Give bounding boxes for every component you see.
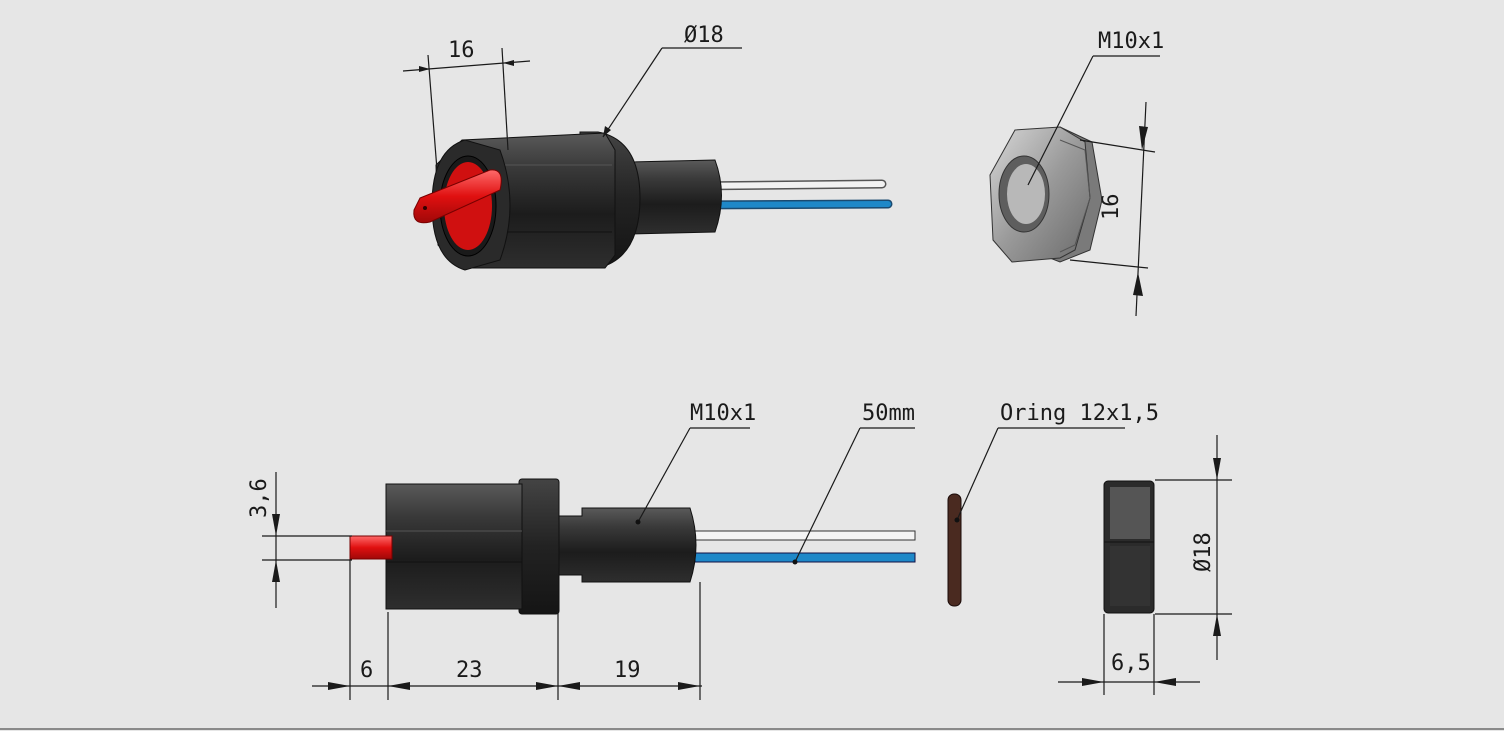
length-dimensions: 6 23 19: [312, 560, 702, 700]
cable-length-leader: 50mm: [792, 401, 915, 565]
body-length-label: 23: [456, 658, 483, 683]
nut-height-dimension: 16: [1069, 101, 1156, 317]
iso-nut-view: [989, 126, 1103, 263]
nut-thread-label: M10x1: [1098, 29, 1164, 54]
lever-height-dimension: 3,6: [247, 472, 352, 608]
cable-length-label: 50mm: [862, 401, 915, 426]
side-switch-view: [349, 478, 916, 615]
neck-length-label: 19: [614, 658, 641, 683]
side-nut-view: [1103, 480, 1155, 614]
oring-view: Oring 12x1,5: [947, 401, 1159, 607]
side-thread-label: M10x1: [690, 401, 756, 426]
iso-diameter-label: Ø18: [684, 23, 724, 48]
iso-width-label: 16: [448, 38, 475, 63]
nut-thickness-dimension: 6,5: [1058, 614, 1200, 695]
lever-length-label: 6: [360, 658, 373, 683]
iso-diameter-leader: Ø18: [602, 23, 742, 138]
nut-diameter-dimension: Ø18: [1155, 435, 1232, 660]
side-thread-leader: M10x1: [635, 401, 756, 525]
oring-label: Oring 12x1,5: [1000, 401, 1159, 426]
iso-switch-view: [413, 131, 893, 271]
nut-thickness-label: 6,5: [1111, 651, 1151, 676]
lever-height-label: 3,6: [247, 478, 272, 518]
nut-height-label: 16: [1099, 194, 1124, 221]
iso-dimension-16: 16: [402, 38, 531, 171]
nut-thread-leader: M10x1: [1027, 29, 1164, 186]
nut-diameter-label: Ø18: [1191, 532, 1216, 572]
